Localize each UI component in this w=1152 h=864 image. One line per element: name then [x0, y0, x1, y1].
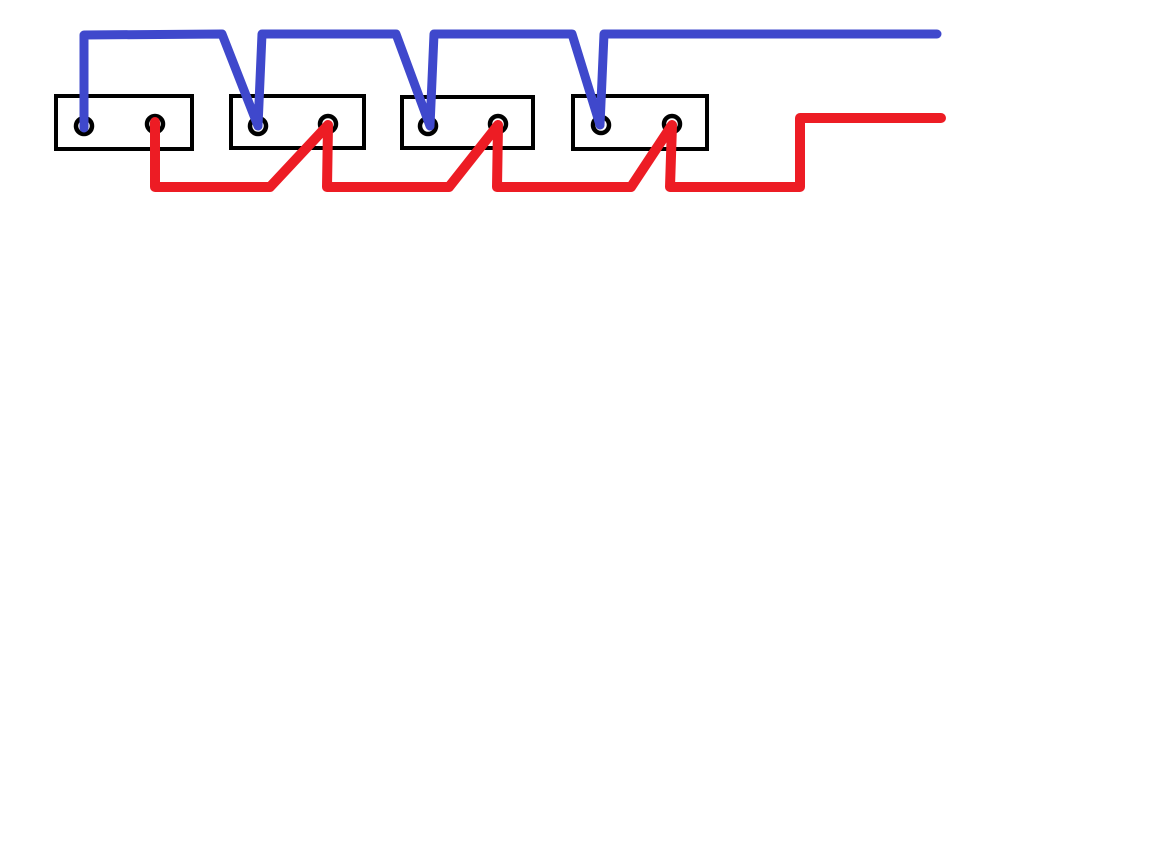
blue-wire [79, 29, 942, 133]
terminal-block-2 [229, 94, 366, 150]
red-wire [150, 113, 946, 192]
terminal-block-4 [571, 94, 709, 151]
terminal-block-3 [400, 95, 535, 150]
terminal-block-1 [54, 94, 194, 151]
